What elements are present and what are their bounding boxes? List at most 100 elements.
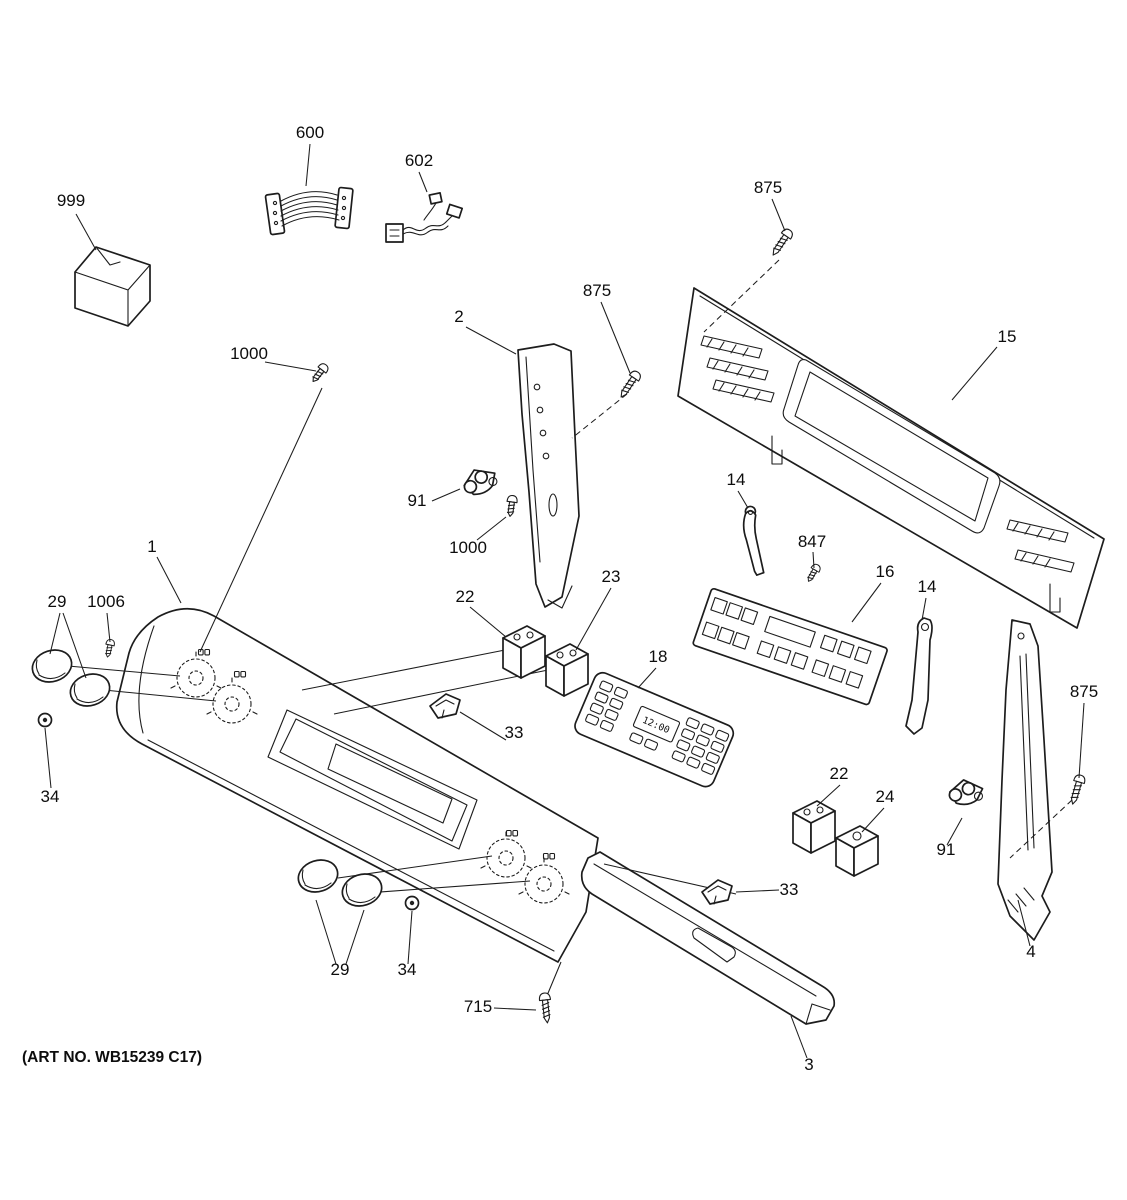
leader-line xyxy=(62,612,87,679)
callout-23: 23 xyxy=(602,567,621,586)
clock-window xyxy=(632,705,681,743)
leader-line xyxy=(851,582,882,623)
assembly-line xyxy=(545,961,562,999)
callout-875-mid: 875 xyxy=(583,281,611,300)
callout-34-bottom: 34 xyxy=(398,960,417,979)
callout-34-left: 34 xyxy=(41,787,60,806)
membrane-overlay-18: 12:00 xyxy=(574,671,735,788)
screw-875-top xyxy=(768,226,796,259)
vent-slots-bottom xyxy=(1006,519,1075,573)
callout-15: 15 xyxy=(998,327,1017,346)
assembly-line xyxy=(1009,799,1073,859)
leader-lines xyxy=(44,143,1085,1059)
knob-29-left-a xyxy=(27,644,77,688)
mounting-strap-14-left xyxy=(742,505,765,576)
leader-line xyxy=(49,612,61,655)
leader-line xyxy=(637,667,657,689)
leader-line xyxy=(600,301,631,374)
assembly-line xyxy=(571,393,628,439)
art-number: (ART NO. WB15239 C17) xyxy=(22,1049,202,1066)
callout-14-left: 14 xyxy=(727,470,746,489)
assembly-line xyxy=(67,665,181,677)
screw-1006 xyxy=(102,638,116,659)
callout-33-top: 33 xyxy=(505,723,524,742)
knob-29-left-b xyxy=(65,668,115,712)
assembly-line xyxy=(379,880,531,893)
leader-line xyxy=(75,213,97,251)
leader-line xyxy=(946,817,963,846)
switch-23 xyxy=(545,643,589,697)
leader-line xyxy=(459,711,507,741)
assembly-line xyxy=(103,689,217,702)
callout-1000-mid: 1000 xyxy=(449,538,487,557)
callout-29-bottom: 29 xyxy=(331,960,350,979)
leader-line xyxy=(812,551,815,569)
callout-999: 999 xyxy=(57,191,85,210)
roller-bracket-91-left xyxy=(461,466,500,497)
bottom-trim-3 xyxy=(580,851,836,1025)
control-panel-1 xyxy=(115,607,599,963)
leader-line xyxy=(469,606,507,638)
side-bracket-2 xyxy=(517,343,580,609)
screw-715 xyxy=(538,991,554,1024)
switch-22-top xyxy=(502,625,546,679)
ribbon-cable-600 xyxy=(264,186,354,236)
leader-line xyxy=(264,361,317,372)
leader-line xyxy=(861,807,885,833)
callout-875-top: 875 xyxy=(754,178,782,197)
leader-line xyxy=(106,612,111,643)
side-bracket-4 xyxy=(997,619,1053,941)
leader-line xyxy=(493,1007,537,1011)
callout-4: 4 xyxy=(1026,942,1035,961)
screw-1000-mid xyxy=(504,494,519,518)
leader-line xyxy=(575,587,612,651)
callout-24: 24 xyxy=(876,787,895,806)
leader-line xyxy=(315,899,337,965)
cap-34-bottom xyxy=(404,895,420,911)
leader-line xyxy=(1017,899,1031,947)
callout-1: 1 xyxy=(147,537,156,556)
screw-847 xyxy=(804,562,823,585)
leader-line xyxy=(345,909,365,965)
callout-875-right: 875 xyxy=(1070,682,1098,701)
assembly-lines xyxy=(67,259,1073,999)
leader-line xyxy=(921,597,927,621)
leader-line xyxy=(407,910,413,965)
screw-875-right xyxy=(1066,773,1087,807)
knob-29-bottom-b xyxy=(337,868,387,912)
leader-line xyxy=(44,727,52,789)
callout-labels: 999 600 602 875 2 875 15 91 1000 1000 14… xyxy=(41,123,1099,1074)
callout-602: 602 xyxy=(405,151,433,170)
callout-22-bottom: 22 xyxy=(830,764,849,783)
assembly-line xyxy=(703,259,780,333)
leader-line xyxy=(465,326,517,355)
rear-panel-15 xyxy=(677,287,1105,629)
leader-line xyxy=(431,488,461,502)
callout-29-left: 29 xyxy=(48,592,67,611)
leader-line xyxy=(816,784,841,807)
clip-33-top xyxy=(429,693,461,719)
callout-2: 2 xyxy=(454,307,463,326)
packaging-box-999 xyxy=(74,246,151,327)
callout-600: 600 xyxy=(296,123,324,142)
leader-line xyxy=(1078,702,1085,779)
wire-harness-602 xyxy=(385,191,464,243)
knob-29-bottom-a xyxy=(293,854,343,898)
assembly-line xyxy=(333,669,549,715)
leader-line xyxy=(418,171,428,193)
leader-line xyxy=(951,346,998,401)
hook-tab-left xyxy=(771,435,783,465)
callout-33-bottom: 33 xyxy=(780,880,799,899)
assembly-line xyxy=(199,387,323,653)
switch-22-bottom xyxy=(792,800,836,854)
assembly-line xyxy=(301,649,506,691)
switch-24 xyxy=(835,825,879,877)
leader-line xyxy=(737,490,749,509)
hook-tab-right xyxy=(1049,583,1061,613)
callout-715: 715 xyxy=(464,997,492,1016)
callout-847: 847 xyxy=(798,532,826,551)
callout-16: 16 xyxy=(876,562,895,581)
leader-line xyxy=(476,516,507,541)
